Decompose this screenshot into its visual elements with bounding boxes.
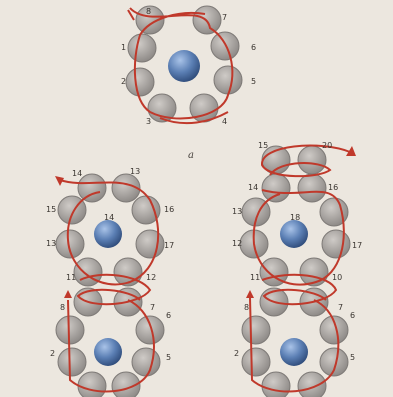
bead: [298, 372, 326, 397]
bead-label: 1: [121, 43, 126, 52]
bead-label: 5: [166, 353, 171, 362]
bead-label: 17: [352, 241, 362, 250]
bead-label: 7: [150, 303, 155, 312]
bead: [128, 34, 156, 62]
center-bead: [168, 50, 200, 82]
bead: [262, 372, 290, 397]
bead: [78, 372, 106, 397]
bead-label: 8: [244, 303, 249, 312]
bead: [322, 230, 350, 258]
center-bead: [94, 338, 122, 366]
bead-label: 13: [232, 207, 242, 216]
bead-label: 7: [222, 13, 227, 22]
bead-label: 13: [46, 239, 56, 248]
bead-label: 17: [164, 241, 174, 250]
bead-label: 4: [222, 117, 227, 126]
bead-label: 16: [164, 205, 174, 214]
bead-label: 3: [146, 117, 151, 126]
panel-label: a: [188, 150, 194, 161]
bead-label: 7: [338, 303, 343, 312]
bead-label: 15: [46, 205, 56, 214]
bead-label: 6: [251, 43, 256, 52]
bead: [136, 316, 164, 344]
bead: [242, 316, 270, 344]
bead: [136, 230, 164, 258]
bead: [126, 68, 154, 96]
bead: [298, 146, 326, 174]
bead: [211, 32, 239, 60]
bead-label: 20: [322, 141, 332, 150]
bead: [298, 174, 326, 202]
bead: [132, 196, 160, 224]
bead-label: 2: [50, 349, 55, 358]
bead-label: 11: [250, 273, 260, 282]
bead-label: 6: [166, 311, 171, 320]
center-bead: [280, 220, 308, 248]
bead-label: 12: [232, 239, 242, 248]
bead-label: 2: [234, 349, 239, 358]
bead: [58, 348, 86, 376]
bead-label: 5: [251, 77, 256, 86]
center-bead: [94, 220, 122, 248]
bead-label: 12: [146, 273, 156, 282]
bead: [132, 348, 160, 376]
bead-label: 5: [350, 353, 355, 362]
bead-label: 8: [146, 7, 151, 16]
bead: [214, 66, 242, 94]
bead-label: 15: [258, 141, 268, 150]
bead: [242, 348, 270, 376]
bead: [56, 316, 84, 344]
bead-label: 18: [290, 213, 300, 222]
bead-label: 16: [328, 183, 338, 192]
bead-label: 14: [72, 169, 82, 178]
bead-label: 8: [60, 303, 65, 312]
bead-label: 14: [248, 183, 258, 192]
bead-label: 2: [121, 77, 126, 86]
bead: [262, 174, 290, 202]
bead-label: 10: [332, 273, 342, 282]
bead-label: 6: [350, 311, 355, 320]
bead: [78, 174, 106, 202]
bead-label: 11: [66, 273, 76, 282]
center-bead: [280, 338, 308, 366]
bead-label: 14: [104, 213, 114, 222]
bead-label: 13: [130, 167, 140, 176]
